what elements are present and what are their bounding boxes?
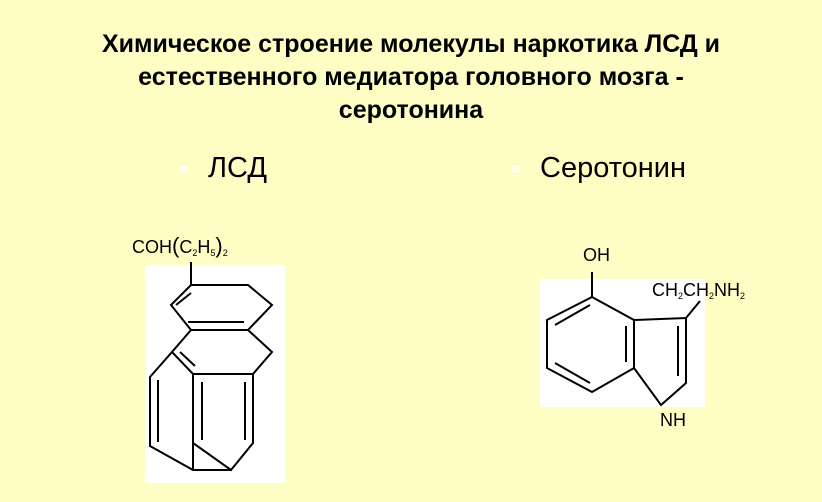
chain-index-1: 2 — [678, 291, 684, 301]
lsd-sub-main: COH — [132, 237, 172, 257]
chain-index-2: 2 — [709, 291, 715, 301]
lsd-sub-h-index: 5 — [210, 248, 216, 258]
bond — [633, 316, 687, 407]
bond — [149, 351, 231, 471]
bond — [175, 292, 192, 306]
lsd-sub-open: ( — [172, 233, 180, 258]
ring — [169, 284, 274, 331]
serotonin-structure — [546, 272, 701, 407]
bond — [554, 362, 591, 384]
bullet-label-serotonin: Серотонин — [540, 152, 687, 184]
bond — [554, 304, 591, 326]
lsd-sub-c-index: 2 — [192, 248, 198, 258]
lsd-sub-close: ) — [215, 233, 223, 258]
bullet-marker — [512, 164, 520, 173]
chain-ch-1: CH — [652, 280, 678, 300]
chain-nh: NH — [714, 280, 741, 300]
ring — [170, 329, 274, 375]
serotonin-side-chain-label: CH2CH2NH2 — [652, 280, 745, 301]
title-line-3: серотонина — [338, 96, 484, 124]
lsd-substituent-label: COH(C2H5)2 — [132, 233, 228, 259]
lsd-sub-n-index: 2 — [222, 248, 228, 258]
bond — [179, 351, 196, 367]
lsd-sub-c: C — [179, 237, 193, 257]
bullet-serotonin: Серотонин — [512, 152, 686, 185]
chain-index-3: 2 — [740, 291, 746, 301]
lsd-structure — [149, 262, 274, 472]
title-line-1: Химическое строение молекулы наркотика Л… — [101, 30, 721, 58]
ring — [546, 295, 635, 394]
slide-title: Химическое строение молекулы наркотика Л… — [40, 28, 782, 127]
lsd-sub-h: H — [197, 237, 211, 257]
bullet-marker — [180, 164, 188, 173]
bullet-lsd: ЛСД — [180, 152, 267, 185]
bond — [685, 300, 701, 319]
title-line-2: естественного медиатора головного мозга … — [138, 63, 684, 91]
chain-ch-2: CH — [683, 280, 710, 300]
serotonin-nh-label: NH — [660, 410, 686, 430]
bullet-label-lsd: ЛСД — [208, 152, 267, 184]
serotonin-oh-label: OH — [583, 245, 610, 265]
